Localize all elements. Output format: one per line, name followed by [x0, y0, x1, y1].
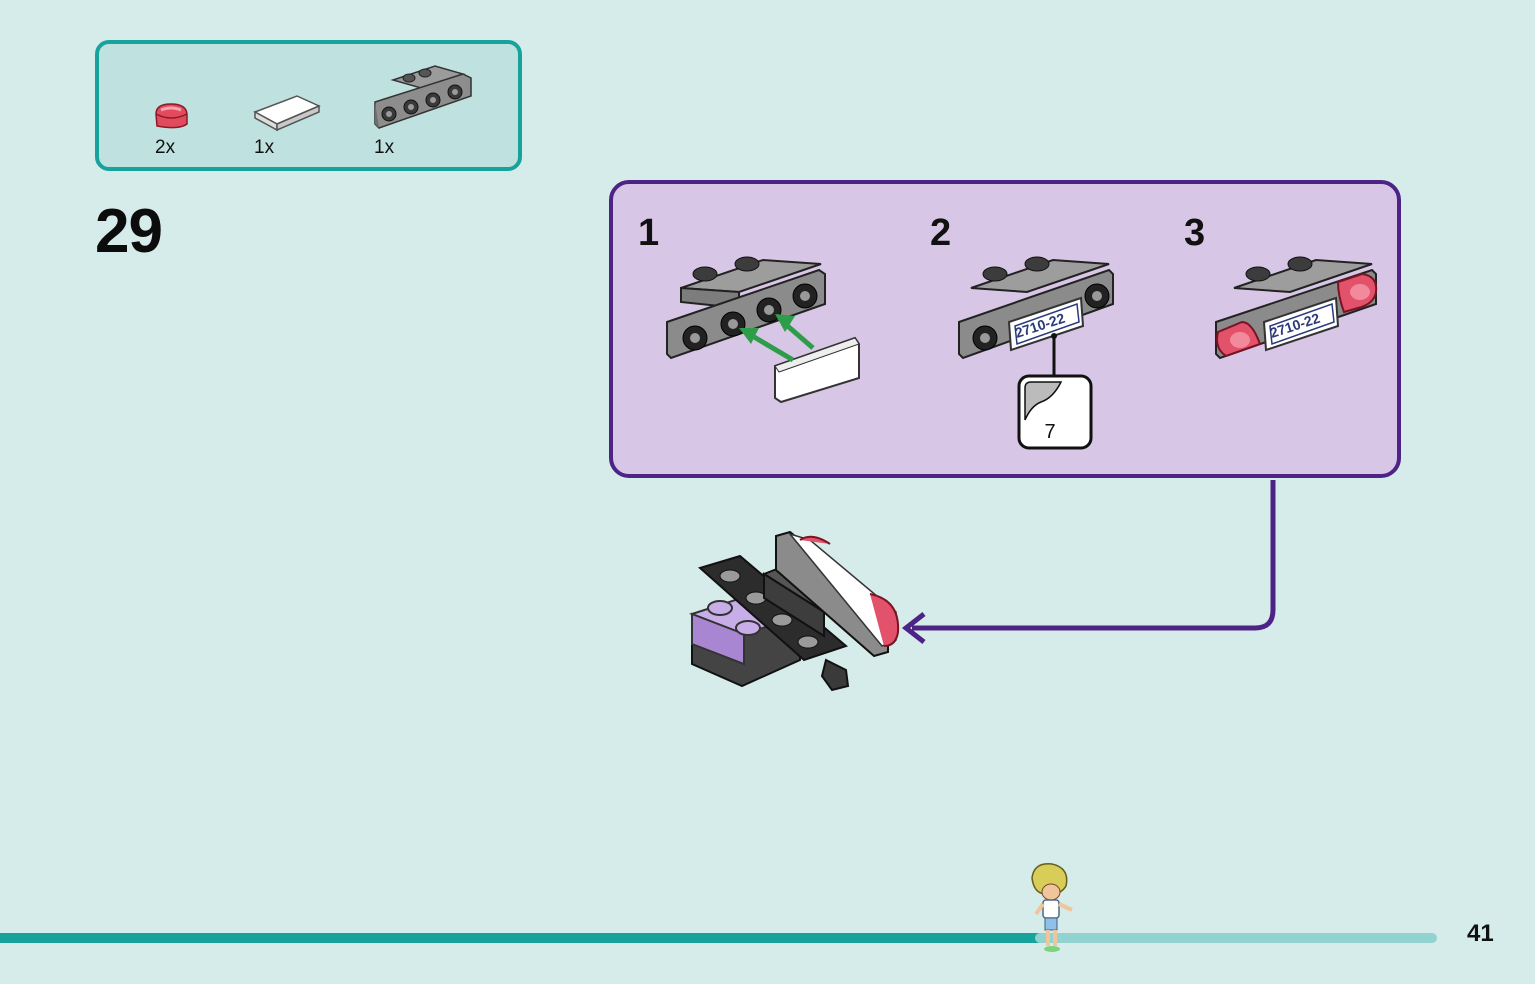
substep-2-illustration: 2710-22 7 [958, 256, 1114, 450]
parts-callout: 2x 1x 1x [95, 40, 522, 171]
connection-arrow [912, 480, 1276, 631]
part-qty: 1x [374, 137, 395, 158]
page-number: 41 [1467, 920, 1494, 947]
step-number: 29 [95, 197, 163, 266]
red-round-tile-icon [155, 103, 188, 129]
substep-1-illustration [666, 256, 860, 404]
main-model-illustration [689, 530, 900, 692]
substep-3-illustration: 2710-22 [1215, 256, 1378, 360]
substep-label-2: 2 [930, 212, 952, 254]
substep-box: 1 2 3 2710-22 [609, 180, 1401, 478]
substep-label-3: 3 [1184, 212, 1206, 254]
sticker-number: 7 [1044, 421, 1055, 443]
part-qty: 2x [155, 137, 176, 158]
arrowhead-icon [901, 612, 926, 644]
gray-bracket-plate-icon [374, 65, 472, 129]
part-qty: 1x [254, 137, 275, 158]
substep-label-1: 1 [638, 212, 660, 254]
white-tile-icon [253, 95, 321, 132]
minifigure-progress-icon [1031, 863, 1073, 952]
